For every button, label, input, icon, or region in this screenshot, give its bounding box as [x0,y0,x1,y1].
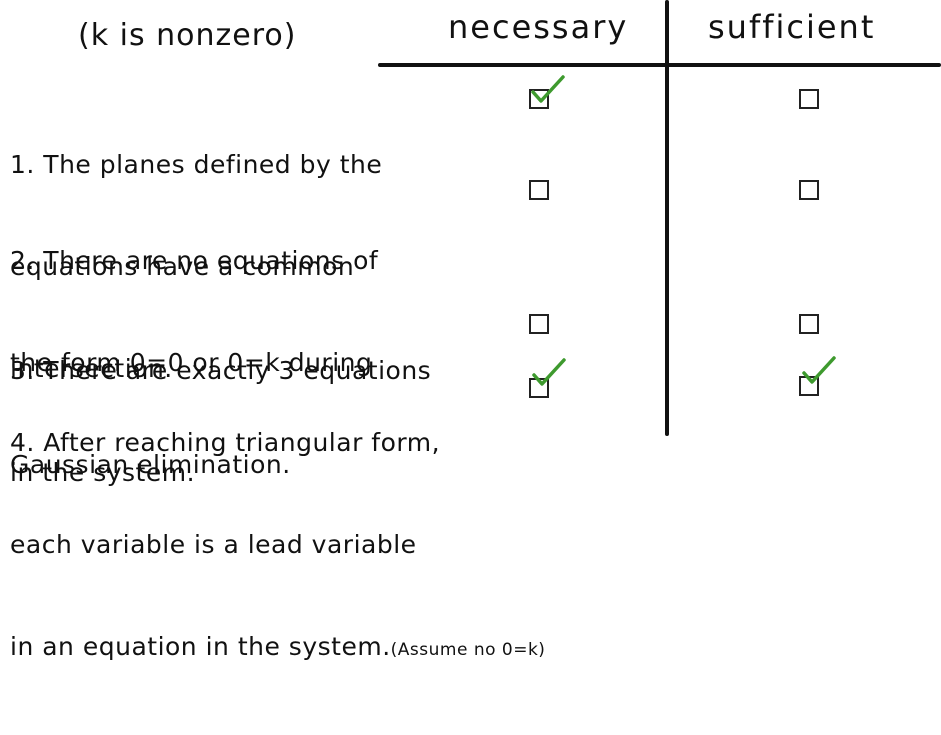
assumption-note: (k is nonzero) [78,18,297,53]
statement-4-line-2: each variable is a lead variable [10,530,417,559]
header-divider [378,63,941,67]
checkmark-icon [532,358,566,386]
statement-4-line-3-text: in an equation in the system. [10,632,391,661]
column-header-necessary: necessary [448,8,629,46]
statement-1-line-3: intersection. [10,354,173,383]
column-divider [665,0,669,436]
statement-3-line-1: 3. There are exactly 3 equations [10,356,432,385]
column-header-sufficient: sufficient [708,8,876,46]
quiz-board: (k is nonzero) necessary sufficient 1. T… [10,0,941,661]
statement-4-aside: (Assume no 0=k) [390,640,546,660]
statement-4-line-3: in an equation in the system.(Assume no … [10,630,545,667]
statement-4: 4. After reaching triangular form, each … [10,358,545,735]
checkmark-icon [802,356,836,384]
checkbox-2-necessary[interactable] [529,180,549,200]
checkbox-3-sufficient[interactable] [799,314,819,334]
statement-1: 1. The planes defined by the equations h… [10,80,382,454]
checkbox-3-necessary[interactable] [529,314,549,334]
statement-4-line-1: 4. After reaching triangular form, [10,428,441,457]
checkbox-2-sufficient[interactable] [799,180,819,200]
statement-2-line-1: 2. There are no equations of [10,246,379,275]
statement-1-line-2: equations have a common [10,252,355,281]
checkbox-1-sufficient[interactable] [799,89,819,109]
statement-1-line-1: 1. The planes defined by the [10,150,383,179]
statement-2-line-2: the form 0=0 or 0=k during [10,348,373,377]
checkmark-icon [531,75,565,103]
